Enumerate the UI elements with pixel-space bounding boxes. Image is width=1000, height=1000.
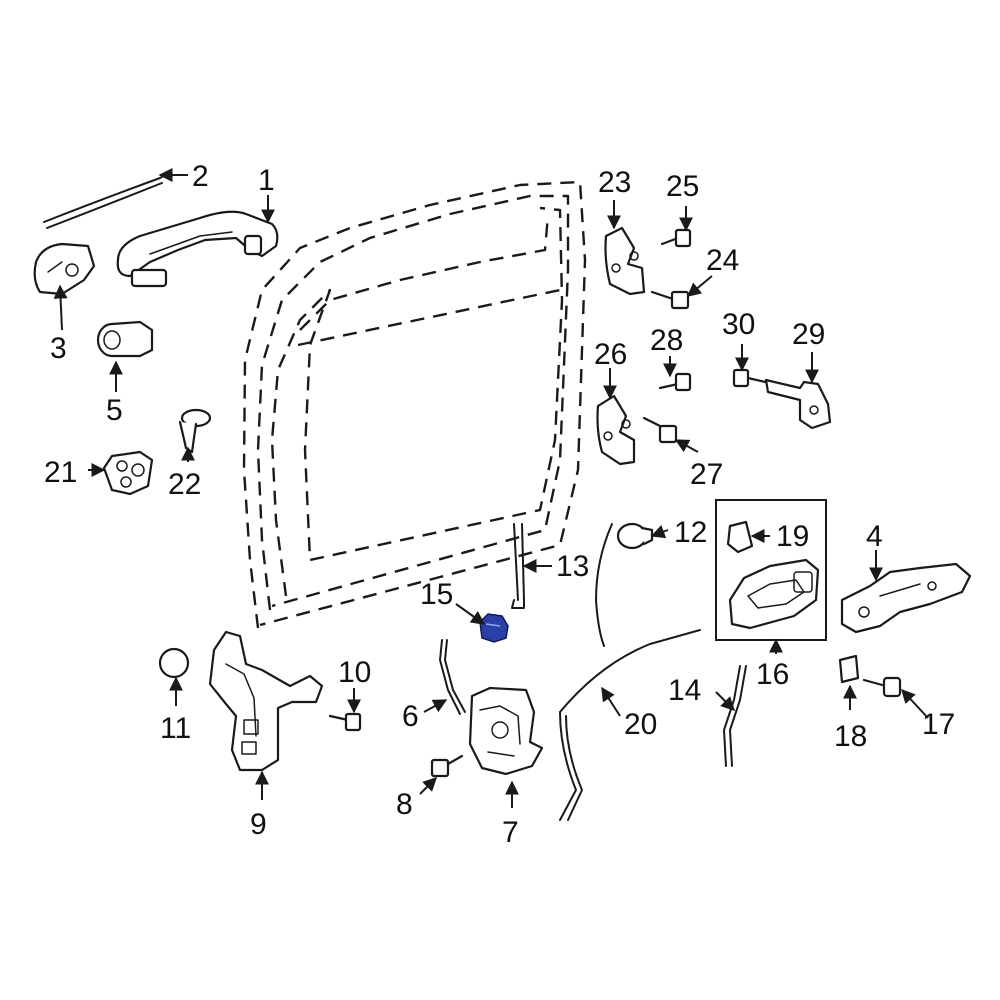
part-5-lock-cylinder[interactable] xyxy=(96,320,154,358)
callout-21: 21 xyxy=(44,456,77,489)
part-19-switch[interactable] xyxy=(726,520,754,554)
part-24-bolt[interactable] xyxy=(650,290,690,310)
door-outline xyxy=(242,180,587,629)
part-9-latch-bracket[interactable] xyxy=(208,630,324,772)
callout-6: 6 xyxy=(402,700,419,733)
part-22-clip[interactable] xyxy=(178,408,212,454)
callout-18: 18 xyxy=(834,720,867,753)
part-2-weatherstrip[interactable] xyxy=(43,171,171,229)
part-12-cable[interactable] xyxy=(595,522,654,647)
callout-1: 1 xyxy=(258,164,275,197)
callout-30: 30 xyxy=(722,308,755,341)
callout-7: 7 xyxy=(502,816,519,849)
callout-22: 22 xyxy=(168,468,201,501)
part-11-plug[interactable] xyxy=(158,647,190,679)
callout-13: 13 xyxy=(556,550,589,583)
part-29-door-check[interactable] xyxy=(764,378,832,430)
callout-labels: 1 2 3 5 21 22 23 25 24 26 28 27 30 29 13… xyxy=(44,160,955,849)
callout-8: 8 xyxy=(396,788,413,821)
callout-16: 16 xyxy=(756,658,789,691)
part-20-cable[interactable] xyxy=(559,629,701,821)
part-8-bolt[interactable] xyxy=(430,754,464,778)
callout-2: 2 xyxy=(192,160,209,193)
callout-26: 26 xyxy=(594,338,627,371)
part-10-bolt[interactable] xyxy=(328,712,362,732)
part-6-rod[interactable] xyxy=(439,639,466,715)
part-3-handle-cover[interactable] xyxy=(33,242,96,296)
callout-23: 23 xyxy=(598,166,631,199)
callout-27: 27 xyxy=(690,458,723,491)
part-25-bolt[interactable] xyxy=(660,228,692,248)
part-16-inside-handle-group[interactable] xyxy=(715,499,827,641)
part-21-gasket[interactable] xyxy=(102,450,154,496)
part-18-clip[interactable] xyxy=(838,654,860,684)
part-15-sensor-highlighted[interactable] xyxy=(479,613,509,643)
callout-15: 15 xyxy=(420,578,453,611)
callout-24: 24 xyxy=(706,244,739,277)
callout-20: 20 xyxy=(624,708,657,741)
part-14-rod[interactable] xyxy=(723,665,747,767)
callout-11: 11 xyxy=(160,712,191,745)
part-26-lower-hinge[interactable] xyxy=(596,394,636,466)
part-23-upper-hinge[interactable] xyxy=(604,226,646,296)
part-28-bolt[interactable] xyxy=(658,372,692,392)
part-1-outside-handle[interactable] xyxy=(116,210,279,288)
leader-arrows xyxy=(53,168,929,808)
part-17-bolt[interactable] xyxy=(862,676,902,698)
callout-14: 14 xyxy=(668,674,701,707)
callout-12: 12 xyxy=(674,516,707,549)
callout-29: 29 xyxy=(792,318,825,351)
callout-9: 9 xyxy=(250,808,267,841)
callout-19: 19 xyxy=(776,520,809,553)
callout-4: 4 xyxy=(866,520,883,553)
callout-3: 3 xyxy=(50,332,67,365)
part-7-door-latch[interactable] xyxy=(468,686,544,776)
callout-10: 10 xyxy=(338,656,371,689)
callout-5: 5 xyxy=(106,394,123,427)
callout-25: 25 xyxy=(666,170,699,203)
callout-28: 28 xyxy=(650,324,683,357)
part-4-reinforcement[interactable] xyxy=(840,562,972,634)
callout-17: 17 xyxy=(922,708,955,741)
part-27-bolt[interactable] xyxy=(642,416,678,444)
